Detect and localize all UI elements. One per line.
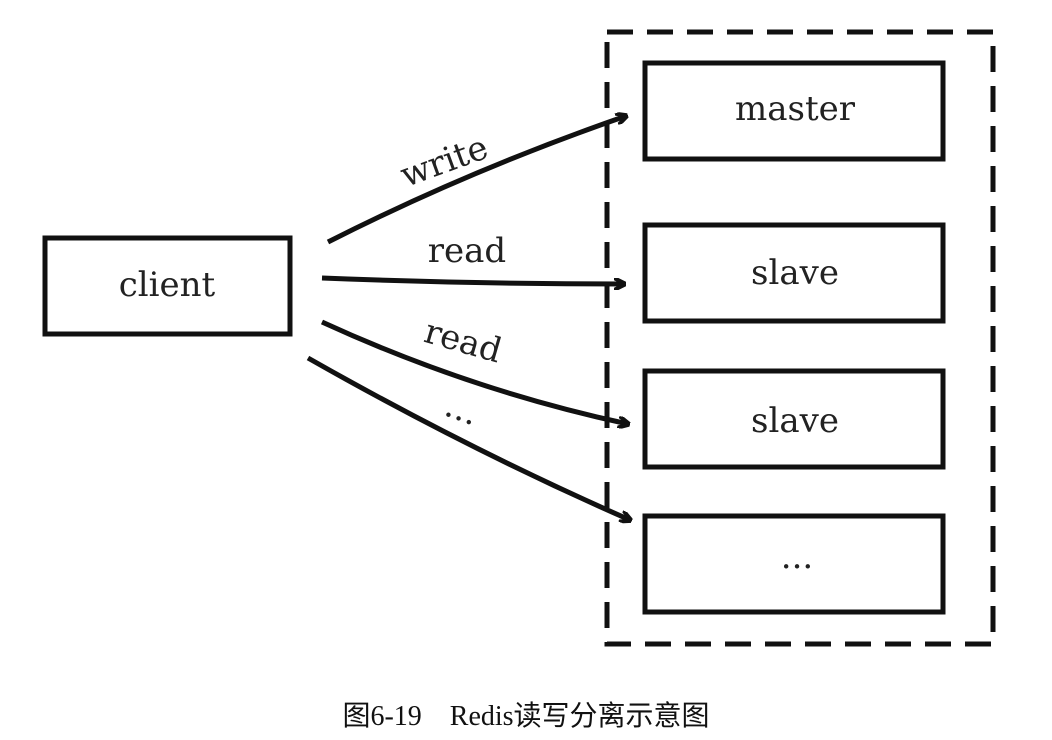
read-arrow-1 xyxy=(321,275,624,284)
more-edge-label: ... xyxy=(440,385,484,434)
read-label-1: read xyxy=(428,231,506,271)
slave-label: slave xyxy=(751,401,839,441)
read-arrow-2 xyxy=(320,319,628,424)
slave-label: slave xyxy=(751,253,839,293)
figure-caption: 图6-19 Redis读写分离示意图 xyxy=(342,701,710,732)
master-label: master xyxy=(735,89,856,129)
slave-node-2: slave xyxy=(642,368,946,470)
more-label: ... xyxy=(781,537,813,577)
slave-node-1: slave xyxy=(642,222,946,324)
write-arrow xyxy=(326,116,626,245)
client-label: client xyxy=(119,265,216,305)
more-nodes: ... xyxy=(642,513,946,615)
more-arrow xyxy=(306,355,630,520)
read-label-2: read xyxy=(420,311,506,371)
server-group-container xyxy=(604,29,996,647)
master-node: master xyxy=(642,60,946,162)
client-node: client xyxy=(42,235,293,337)
